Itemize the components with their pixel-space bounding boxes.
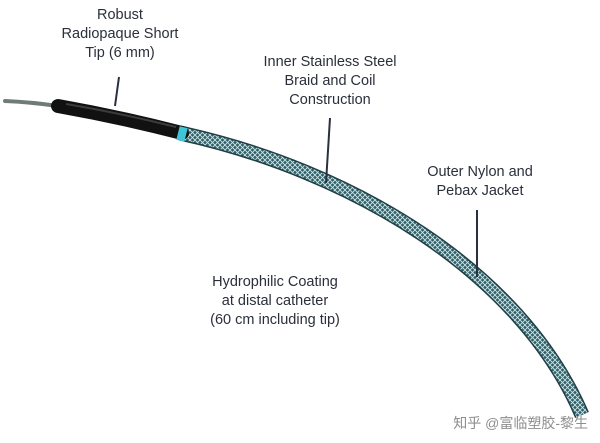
watermark: 知乎 @富临塑胶-黎生: [453, 415, 588, 431]
marker-band: [176, 126, 188, 142]
label-hydrophilic-coating: Hydrophilic Coating at distal catheter (…: [175, 273, 375, 330]
label-line: (60 cm including tip): [210, 312, 340, 328]
label-line: Pebax Jacket: [436, 183, 524, 199]
leader-line-tip: [114, 76, 120, 107]
label-line: Radiopaque Short: [61, 26, 179, 42]
radiopaque-tip: [51, 99, 189, 140]
label-radiopaque-tip: Robust Radiopaque Short Tip (6 mm): [20, 6, 220, 63]
label-braid-construction: Inner Stainless Steel Braid and Coil Con…: [225, 53, 435, 110]
catheter-braid: [178, 127, 588, 418]
label-line: Inner Stainless Steel: [263, 54, 397, 70]
tip-highlight: [65, 103, 177, 128]
guidewire: [3, 99, 60, 108]
label-line: Braid and Coil: [284, 73, 376, 89]
label-line: at distal catheter: [221, 293, 329, 309]
leader-line-braid: [325, 117, 331, 184]
label-outer-jacket: Outer Nylon and Pebax Jacket: [405, 163, 555, 201]
label-line: Construction: [289, 92, 371, 108]
label-line: Tip (6 mm): [85, 45, 155, 61]
label-line: Outer Nylon and: [427, 164, 533, 180]
label-line: Robust: [97, 7, 143, 23]
label-line: Hydrophilic Coating: [212, 274, 338, 290]
